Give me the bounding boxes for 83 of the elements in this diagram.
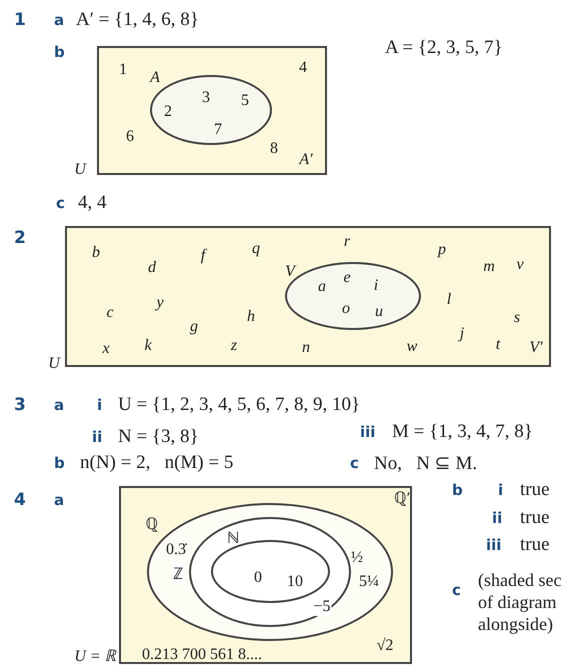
answer-text: true: [520, 507, 550, 529]
part-label: a: [54, 491, 64, 509]
set-element: h: [247, 308, 255, 326]
set-label: A: [150, 69, 160, 87]
set-element: g: [190, 318, 198, 336]
part-label: a: [54, 11, 64, 29]
set-element: k: [144, 337, 152, 355]
answer-text: 4, 4: [78, 192, 106, 214]
set-element: 5¼: [359, 573, 379, 591]
answer-text: U = {1, 2, 3, 4, 5, 6, 7, 8, 9, 10}: [118, 394, 360, 416]
set-element: 4: [299, 59, 307, 77]
part-label: i: [97, 396, 102, 414]
set-element: U: [48, 355, 60, 373]
set-element: c: [106, 304, 114, 322]
answer-text: (shaded sec of diagram alongside): [478, 569, 562, 635]
set-element: r: [344, 233, 350, 251]
part-label: ii: [92, 428, 102, 446]
set-element: f: [200, 247, 206, 265]
question-number: 2: [14, 228, 26, 248]
set-element: q: [252, 240, 260, 258]
part-label: b: [54, 454, 65, 472]
set-element: j: [460, 325, 464, 343]
set-element: n: [302, 339, 310, 357]
set-element: m: [483, 258, 495, 276]
answer-text: A′ = {1, 4, 6, 8}: [76, 9, 199, 31]
set-element: p: [438, 241, 446, 259]
set-label: ℚ: [146, 515, 158, 534]
question-number: 1: [14, 10, 26, 30]
set-element: A′: [299, 151, 313, 169]
question-number: 3: [14, 395, 26, 415]
set-element: l: [446, 291, 452, 309]
set-element: 2: [164, 103, 172, 121]
set-element: U = ℝ: [74, 647, 116, 665]
set-element: a: [318, 278, 326, 296]
part-label: iii: [360, 423, 376, 441]
set-label: V: [285, 263, 295, 281]
answer-text: M = {1, 3, 4, 7, 8}: [392, 421, 533, 443]
set-element: V′: [529, 339, 543, 357]
set-element: y: [156, 294, 164, 312]
set-element: x: [102, 340, 110, 358]
set-element: w: [406, 338, 418, 356]
set-element: 0.213 700 561 8....: [142, 646, 262, 664]
set-element: i: [374, 277, 378, 295]
set-element: o: [342, 300, 350, 318]
set-element: ½: [351, 549, 363, 567]
set-element: 1: [119, 61, 127, 79]
set-element: ℤ: [172, 562, 184, 584]
set-element: 8: [270, 140, 278, 158]
set-element: e: [343, 269, 351, 287]
set-element: d: [148, 259, 156, 277]
set-element: 6: [126, 128, 134, 146]
answer-text: N = {3, 8}: [118, 426, 199, 448]
set-element: ℚ′: [394, 489, 410, 508]
set-element: z: [230, 337, 238, 355]
part-label: ii: [492, 509, 502, 527]
answer-text: A = {2, 3, 5, 7}: [385, 37, 503, 59]
part-label: c: [452, 581, 461, 599]
part-label: b: [452, 481, 463, 499]
part-label: b: [54, 43, 65, 61]
answer-text: true: [520, 534, 550, 556]
answer-text: n(N) = 2, n(M) = 5: [80, 452, 234, 474]
set-element: t: [496, 336, 500, 354]
set-element: s: [514, 309, 520, 327]
set-element: √2: [376, 637, 394, 655]
set-element: v: [516, 256, 524, 274]
answer-text: true: [520, 479, 550, 501]
set-element: u: [375, 303, 383, 321]
question-number: 4: [14, 490, 26, 510]
set-element: U: [74, 161, 86, 179]
set-element: 0: [254, 569, 262, 587]
set-element: 10: [287, 573, 303, 591]
set-element: 0.3̇: [166, 541, 186, 559]
set-element: b: [92, 244, 100, 262]
answer-text: No, N ⊆ M.: [374, 452, 478, 475]
part-label: i: [498, 481, 504, 499]
set-element: 7: [214, 121, 222, 139]
part-label: c: [350, 454, 359, 472]
part-label: c: [56, 194, 65, 212]
set-label: ℕ: [227, 529, 239, 548]
set-element: 5: [241, 92, 249, 110]
part-label: iii: [486, 536, 502, 554]
part-label: a: [54, 396, 64, 414]
set-element: 3: [202, 89, 210, 107]
